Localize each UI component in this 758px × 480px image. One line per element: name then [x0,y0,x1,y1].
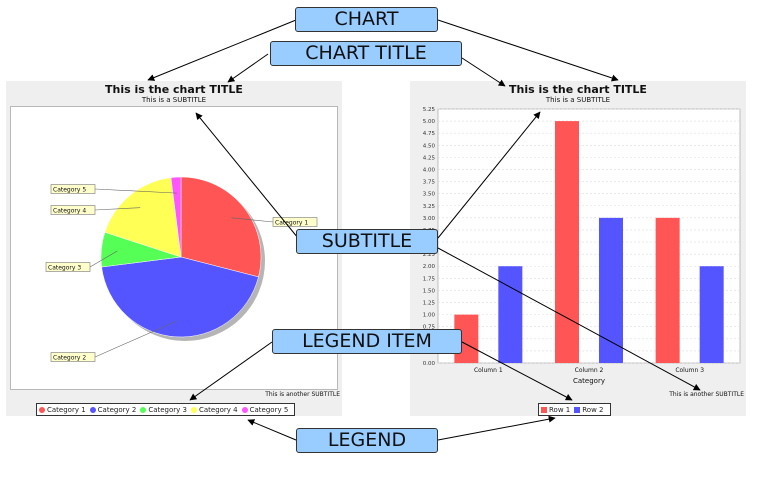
bar-row-1-column-3 [655,217,680,363]
bar-bottom-subtitle: This is another SUBTITLE [669,391,744,398]
legend-item-category-4: Category 4 [190,405,238,414]
arrow-legend-item-left [189,341,273,401]
pie-label-category-4: Category 4 [53,208,86,215]
callout-subtitle: SUBTITLE [296,229,438,254]
legend-item-row-2: Row 2 [574,405,604,414]
bar-row-2-column-2 [599,217,623,363]
arrow-subtitle-left [195,112,299,239]
arrow-subtitle-bottom [437,247,701,391]
pie-label-leader [94,207,141,211]
bar-x-tick-label: Column 2 [575,367,604,374]
bar-y-tick-label: 1.75 [423,276,436,282]
legend-swatch [39,406,45,413]
legend-swatch [574,406,581,413]
bar-y-tick-label: 4.50 [423,143,436,149]
legend-label: Category 4 [198,405,238,414]
bar-y-tick-label: 3.00 [423,216,436,222]
bar-y-tick-label: 5.25 [423,107,436,113]
bar-y-tick-label: 3.75 [423,180,436,186]
bar-y-tick-label: 2.25 [423,252,436,258]
arrow-chart-title-left [227,53,269,83]
callout-legend-item: LEGEND ITEM [272,329,462,354]
bar-chart-panel: This is the chart TITLE This is a SUBTIT… [410,81,746,416]
pie-slice-category-5 [170,176,182,258]
legend-item-category-3: Category 3 [140,406,187,414]
arrow-chart-title-right [461,57,506,87]
pie-plot-area: Category 1 Category 2 Category 3 Category 4… [10,106,338,390]
pie-slice-category-2 [101,256,259,338]
legend-swatch [241,406,248,413]
legend-item-category-2: Category 2 [89,405,137,414]
bar-chart-svg: 0.000.250.500.751.001.251.501.752.002.25… [423,107,741,385]
bar-y-tick-label: 1.25 [423,301,436,307]
bar-chart-title: This is the chart TITLE [509,83,647,96]
pie-chart-svg: Category 1 Category 2 Category 3 Category 4… [45,176,318,362]
arrow-legend-item-right [461,341,573,401]
legend-item-category-5: Category 5 [241,405,289,414]
pie-label-box [50,205,96,215]
legend-swatch [541,406,547,413]
pie-legend: Category 1 Category 2 Category 3 Category 4… [36,403,296,416]
arrow-subtitle-right [437,111,541,239]
pie-label-leader [89,250,118,268]
pie-chart-panel: This is the chart TITLE This is a SUBTIT… [6,81,342,416]
bar-x-axis-label: Category [573,377,605,385]
bar-x-tick-label: Column 3 [675,367,704,374]
bar-y-tick-label: 4.25 [423,155,436,161]
bar-y-tick-label: 1.50 [423,288,436,294]
arrow-legend-right [437,415,556,441]
bar-y-tick-label: 1.00 [423,313,436,319]
pie-label-box [50,184,96,194]
arrow-legend-left [247,419,297,441]
pie-label-category-3: Category 3 [48,265,81,272]
bar-y-tick-label: 3.25 [423,204,436,210]
pie-label-category-2: Category 2 [53,355,86,362]
pie-label-box [45,262,91,272]
legend-item-row-1: Row 1 [541,406,570,414]
pie-bottom-subtitle: This is another SUBTITLE [265,391,340,398]
bar-plot-area [437,108,741,364]
bar-y-tick-label: 0.75 [423,325,436,331]
pie-slice-category-4 [104,177,182,258]
pie-chart-subtitle: This is a SUBTITLE [141,96,207,104]
pie-slice-category-1 [180,176,262,278]
legend-swatch [190,406,197,413]
arrow-chart-right [437,19,619,82]
callout-legend: LEGEND [296,428,438,453]
pie-chart-title: This is the chart TITLE [105,83,243,96]
bar-y-tick-label: 4.00 [423,167,436,173]
legend-label: Category 2 [97,405,137,414]
legend-label: Category 5 [249,405,289,414]
pie-label-leader [94,188,177,194]
bar-legend: Row 1 Row 2 [538,403,611,416]
pie-label-leader [94,320,178,358]
bar-row-2-column-3 [699,266,724,363]
arrow-chart-left [147,19,297,81]
bar-y-tick-label: 3.50 [423,192,436,198]
legend-label: Row 2 [582,405,604,414]
pie-label-category-1: Category 1 [275,220,308,227]
pie-label-category-5: Category 5 [53,187,86,194]
callout-chart-title: CHART TITLE [270,41,462,66]
bar-y-tick-label: 2.00 [423,264,436,270]
bar-y-tick-label: 4.75 [423,131,436,137]
legend-swatch [140,406,147,413]
pie-label-box [50,352,96,362]
legend-label: Category 1 [47,405,86,414]
legend-label: Category 3 [148,405,187,414]
bar-chart-subtitle: This is a SUBTITLE [545,96,611,104]
bar-y-tick-label: 5.00 [423,119,436,125]
legend-item-category-1: Category 1 [39,406,86,414]
legend-label: Row 1 [549,405,571,414]
pie-label-box [272,217,318,227]
bar-x-tick-label: Column 1 [474,367,503,374]
pie-label-leader [231,217,274,223]
callout-chart: CHART [295,7,438,32]
bar-y-tick-label: 0.00 [423,361,436,367]
legend-swatch [89,406,96,413]
